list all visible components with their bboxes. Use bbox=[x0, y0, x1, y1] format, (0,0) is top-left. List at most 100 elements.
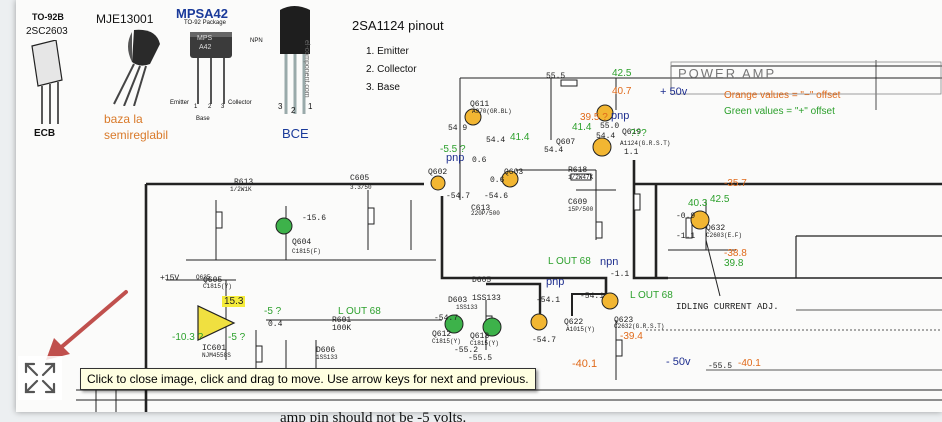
schematic-wiring bbox=[76, 60, 942, 412]
voltage-green: 41.4 bbox=[510, 132, 530, 143]
part-label: 1/2W1K bbox=[230, 186, 252, 193]
part-label: Q604 bbox=[292, 238, 312, 247]
voltage-black: -15.6 bbox=[302, 214, 327, 223]
part-label: R618 bbox=[568, 166, 588, 175]
npn-label: npn bbox=[600, 256, 619, 268]
voltage-orange: 39.5 ? bbox=[580, 112, 608, 123]
pinout-t3-package: TO-92 Package bbox=[184, 20, 226, 26]
pinout-t1-part: 2SC2603 bbox=[26, 26, 68, 37]
pinout-t1-pins: ECB bbox=[34, 128, 56, 139]
voltage-green: 42.5 bbox=[710, 194, 730, 205]
pinout-t2-part: MJE13001 bbox=[96, 12, 154, 26]
voltage-highlight: 15.3 bbox=[222, 296, 246, 307]
part-label: R601 bbox=[332, 316, 352, 325]
part-label: Q622 bbox=[564, 318, 584, 327]
voltage-black: -0.9 bbox=[676, 212, 696, 221]
part-label: Q619 bbox=[622, 128, 642, 137]
voltage-black: -54.6 bbox=[484, 192, 509, 201]
fullscreen-button[interactable] bbox=[18, 356, 62, 400]
part-label: Q602 bbox=[428, 168, 448, 177]
pinout-t3-num-3: 3 bbox=[221, 104, 225, 110]
voltage-black: -55.5 bbox=[708, 362, 733, 371]
part-label: C1815(Y) bbox=[432, 338, 461, 345]
pinout-t4-num-2: 2 bbox=[291, 106, 296, 115]
voltage-black: 55.0 bbox=[600, 122, 620, 131]
voltage-green: 41.4 bbox=[572, 122, 592, 133]
part-label: 100K bbox=[332, 324, 352, 333]
part-label: Q613 bbox=[470, 332, 490, 341]
voltage-black: 1.1 bbox=[624, 148, 639, 157]
pinout-t4-num-3: 3 bbox=[278, 102, 283, 111]
part-label: D606 bbox=[316, 346, 336, 355]
rail-positive: + 50v bbox=[660, 86, 688, 98]
voltage-black: -54.7 bbox=[446, 192, 471, 201]
part-label: C1815(Y) bbox=[470, 340, 499, 347]
voltage-orange: -40.1 bbox=[738, 358, 761, 369]
pnp-label-2: pnp bbox=[611, 110, 630, 122]
pinout-t5-item-3: 3. Base bbox=[366, 82, 400, 93]
voltage-black: 54.9 bbox=[448, 124, 468, 133]
pnp-label-1: pnp bbox=[446, 152, 465, 164]
voltage-green: -5 ? bbox=[264, 306, 282, 317]
part-label: R613 bbox=[234, 178, 254, 187]
voltage-black: 0.4 bbox=[268, 320, 283, 329]
pinout-t3-collector: Collector bbox=[228, 100, 252, 106]
schematic-title: POWER AMP bbox=[678, 66, 777, 81]
mje13001-transistor-drawing bbox=[113, 29, 160, 106]
part-label: 1SS133 bbox=[456, 304, 478, 311]
part-label: IC601 bbox=[202, 344, 227, 353]
pinout-t1-package: TO-92B bbox=[32, 12, 64, 22]
part-label: 3.3/50 bbox=[350, 184, 372, 191]
voltage-black: -54.1 bbox=[580, 292, 605, 301]
lout-label-3: L OUT 68 bbox=[338, 306, 381, 317]
voltage-green: 39.8 bbox=[724, 258, 744, 269]
pinout-t5-title: 2SA1124 pinout bbox=[352, 18, 444, 33]
voltage-black: -54.7 bbox=[434, 314, 459, 323]
voltage-black: -54.1 bbox=[536, 296, 561, 305]
bce-transistor-drawing bbox=[280, 6, 310, 114]
part-label: C613 bbox=[471, 204, 491, 213]
voltage-black: -1.1 bbox=[610, 270, 630, 279]
pinout-t2-note-line1: baza la bbox=[104, 112, 143, 126]
legend-orange: Orange values = "−" offset bbox=[724, 90, 841, 101]
part-label: C1815(Y) bbox=[203, 283, 232, 290]
voltage-black: 54.4 bbox=[544, 146, 564, 155]
pinout-t3-part: MPSA42 bbox=[176, 6, 229, 21]
pinout-t3-body-line1: MPS bbox=[197, 35, 213, 42]
part-label: C2603(E.F) bbox=[706, 232, 743, 239]
voltage-black: -1.1 bbox=[676, 232, 696, 241]
part-label: 1SS133 bbox=[472, 294, 501, 303]
part-label: 220P/500 bbox=[471, 210, 500, 217]
voltage-green: -5.5 ? bbox=[440, 144, 466, 155]
voltage-green: -10.3 ? bbox=[172, 332, 204, 343]
pinout-t3-emitter: Emitter bbox=[170, 100, 190, 106]
voltage-green: ??? bbox=[630, 128, 647, 139]
lout-label-2: L OUT 68 bbox=[630, 290, 673, 301]
pinout-t3-npn: NPN bbox=[250, 38, 263, 44]
pinout-t5-item-2: 2. Collector bbox=[366, 64, 417, 75]
pnp-label-3: pnp bbox=[546, 276, 565, 288]
pinout-t4-num-1: 1 bbox=[308, 102, 313, 111]
voltage-orange: -39.4 bbox=[620, 331, 643, 342]
part-label: C1815(F) bbox=[292, 248, 321, 255]
ic601-triangle bbox=[197, 305, 236, 341]
part-label: 1/2W47K bbox=[568, 174, 594, 181]
lout-label-1: L OUT 68 bbox=[548, 256, 591, 267]
pinout-t2-note-line2: semireglabil bbox=[104, 128, 169, 142]
voltage-black: 54.4 bbox=[486, 136, 506, 145]
mpsa42-transistor-drawing bbox=[190, 32, 232, 104]
part-label: Q607 bbox=[556, 138, 576, 147]
part-label: Q611 bbox=[470, 100, 490, 109]
voltage-orange: 40.7 bbox=[612, 86, 632, 97]
voltage-black: -54.7 bbox=[532, 336, 557, 345]
part-label: A970(GR.BL) bbox=[472, 108, 512, 115]
voltage-orange: -35.7 bbox=[724, 178, 747, 189]
part-label: Q632 bbox=[706, 224, 726, 233]
expand-arrows-icon bbox=[24, 362, 56, 394]
voltage-black: 55.5 bbox=[546, 72, 566, 81]
viewer-tooltip: Click to close image, click and drag to … bbox=[80, 368, 536, 390]
schematic-image[interactable]: TO-92B 2SC2603 ECB MJE13001 baza la semi… bbox=[16, 0, 942, 412]
voltage-black: -55.5 bbox=[468, 354, 493, 363]
idling-adj-label: IDLING CURRENT ADJ. bbox=[676, 302, 779, 312]
